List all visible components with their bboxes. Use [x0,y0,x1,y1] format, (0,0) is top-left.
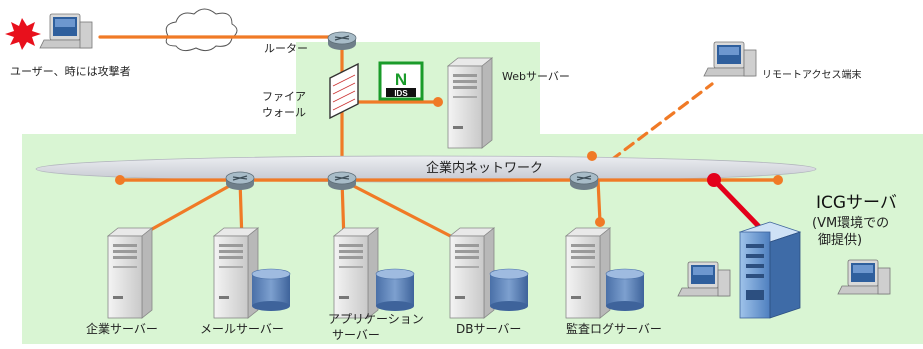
icg-server-rack-icon [738,221,802,319]
firewall-icon [329,62,359,120]
router-icon [327,31,357,51]
db-storage-icon [489,268,529,312]
icg-note-line2: 御提供) [818,233,863,248]
remote-access-link [596,82,714,172]
switch-left-icon [225,171,255,191]
icg-title: ICGサーバ [816,193,897,213]
remote-terminal-pc-icon [703,41,757,77]
switch-center-icon [327,171,357,191]
ids-badge-icon: N IDS [378,61,424,101]
mail-server-icon [213,227,259,319]
router-label: ルーター [264,42,308,55]
ids-n-letter: N [395,70,407,89]
firewall-label-line1: ファイア [262,90,306,103]
attacker-burst-icon [5,18,41,50]
mail-storage-icon [251,268,291,312]
app-server-label-line2: サーバー [332,328,380,342]
corporate-server-icon [107,227,153,319]
audit-server-link [596,178,602,224]
switch-right-icon [569,171,599,191]
internet-cloud-icon [165,8,238,52]
audit-storage-icon [605,268,645,312]
app-storage-icon [375,268,415,312]
remote-terminal-label: リモートアクセス端末 [762,70,862,81]
web-server-icon [447,57,493,149]
corporate-server-label: 企業サーバー [86,322,158,336]
corp-server-link [134,178,242,240]
user-pc-icon [39,13,93,49]
web-server-label: Webサーバー [502,70,570,83]
icg-note-line1: (VM環境での [812,216,890,231]
app-server-icon [333,227,379,319]
mail-server-label: メールサーバー [200,322,284,336]
db-server-icon [449,227,495,319]
firewall-label-line2: ウォール [262,106,306,119]
user-attacker-label: ユーザー、時には攻撃者 [10,65,131,78]
ids-text: IDS [394,89,408,98]
audit-log-server-icon [565,227,611,319]
audit-log-server-label: 監査ログサーバー [566,322,662,336]
db-server-link [340,178,464,244]
db-server-label: DBサーバー [456,322,522,336]
network-label: 企業内ネットワーク [426,161,544,176]
app-server-label-line1: アプリケーション [328,312,424,326]
